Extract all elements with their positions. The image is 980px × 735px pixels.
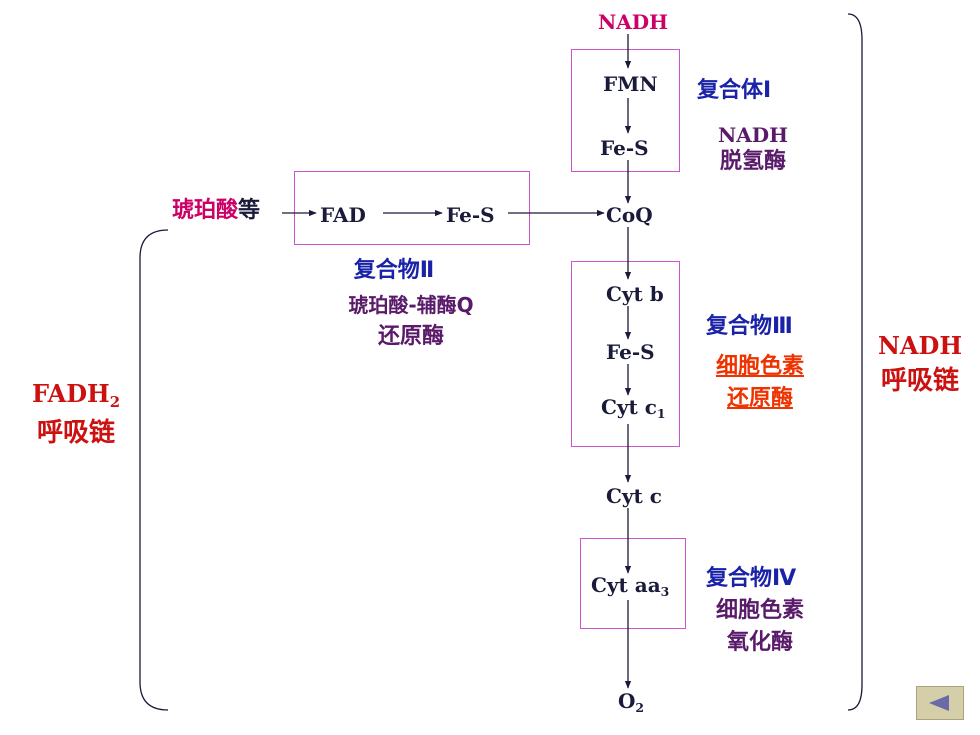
fadh2-chain-label: FADH2: [16, 379, 136, 410]
o2-subscript: 2: [635, 700, 645, 716]
cyt-aa3-text: Cyt aa: [591, 573, 661, 597]
complex-iii-title: 复合物Ⅲ: [706, 314, 793, 339]
complex-iii-enzyme-line1: 细胞色素: [715, 354, 804, 379]
cyt-c1-subscript: 1: [656, 406, 666, 422]
node-coq: CoQ: [606, 203, 653, 227]
fadh2-subscript: 2: [109, 393, 121, 412]
complex-iv-enzyme-line2: 氧化酶: [726, 630, 793, 655]
complex-ii-box: [294, 171, 530, 245]
node-fad: FAD: [320, 203, 366, 227]
complex-iv-title: 复合物Ⅳ: [706, 566, 797, 591]
nadh-chain-label: NADH: [877, 331, 963, 360]
node-fes-complex-i: Fe-S: [600, 136, 649, 160]
node-succinate: 琥珀酸等: [172, 200, 260, 222]
o2-text: O: [618, 689, 636, 713]
node-nadh: NADH: [598, 10, 669, 34]
cyt-aa3-subscript: 3: [660, 584, 670, 600]
complex-iv-box: [580, 538, 686, 629]
back-button[interactable]: [916, 686, 964, 720]
complex-i-enzyme-line1: NADH: [717, 123, 789, 147]
complex-iii-enzyme-line2: 还原酶: [726, 386, 793, 411]
complex-i-title: 复合体Ⅰ: [697, 78, 772, 103]
complex-ii-title: 复合物Ⅱ: [353, 258, 435, 283]
triangle-left-icon: [929, 695, 949, 711]
fadh2-text: FADH: [31, 379, 110, 408]
cyt-c1-text: Cyt c: [601, 395, 657, 419]
nadh-chain-bracket: [847, 13, 863, 711]
complex-iii-box: [571, 261, 680, 447]
complex-i-enzyme-line2: 脱氢酶: [719, 149, 786, 174]
node-fmn: FMN: [603, 72, 658, 96]
fadh-chain-bracket: [139, 229, 169, 711]
node-cyt-aa3: Cyt aa3: [591, 573, 669, 598]
node-cyt-c1: Cyt c1: [601, 395, 666, 420]
fadh2-chain-label-line2: 呼吸链: [36, 418, 115, 448]
succinate-etc: 等: [238, 198, 261, 223]
complex-ii-enzyme-line1: 琥珀酸-辅酶Q: [348, 293, 474, 317]
complex-i-box: [571, 49, 680, 172]
succinate-text: 琥珀酸: [172, 198, 239, 223]
node-fes-complex-ii: Fe-S: [446, 203, 495, 227]
node-o2: O2: [618, 689, 644, 714]
complex-ii-enzyme-line2: 还原酶: [377, 324, 444, 349]
node-cyt-c: Cyt c: [606, 484, 662, 508]
nadh-chain-label-line2: 呼吸链: [880, 366, 959, 396]
node-fes-complex-iii: Fe-S: [606, 340, 655, 364]
node-cyt-b: Cyt b: [606, 282, 664, 306]
complex-iv-enzyme-line1: 细胞色素: [715, 598, 804, 623]
